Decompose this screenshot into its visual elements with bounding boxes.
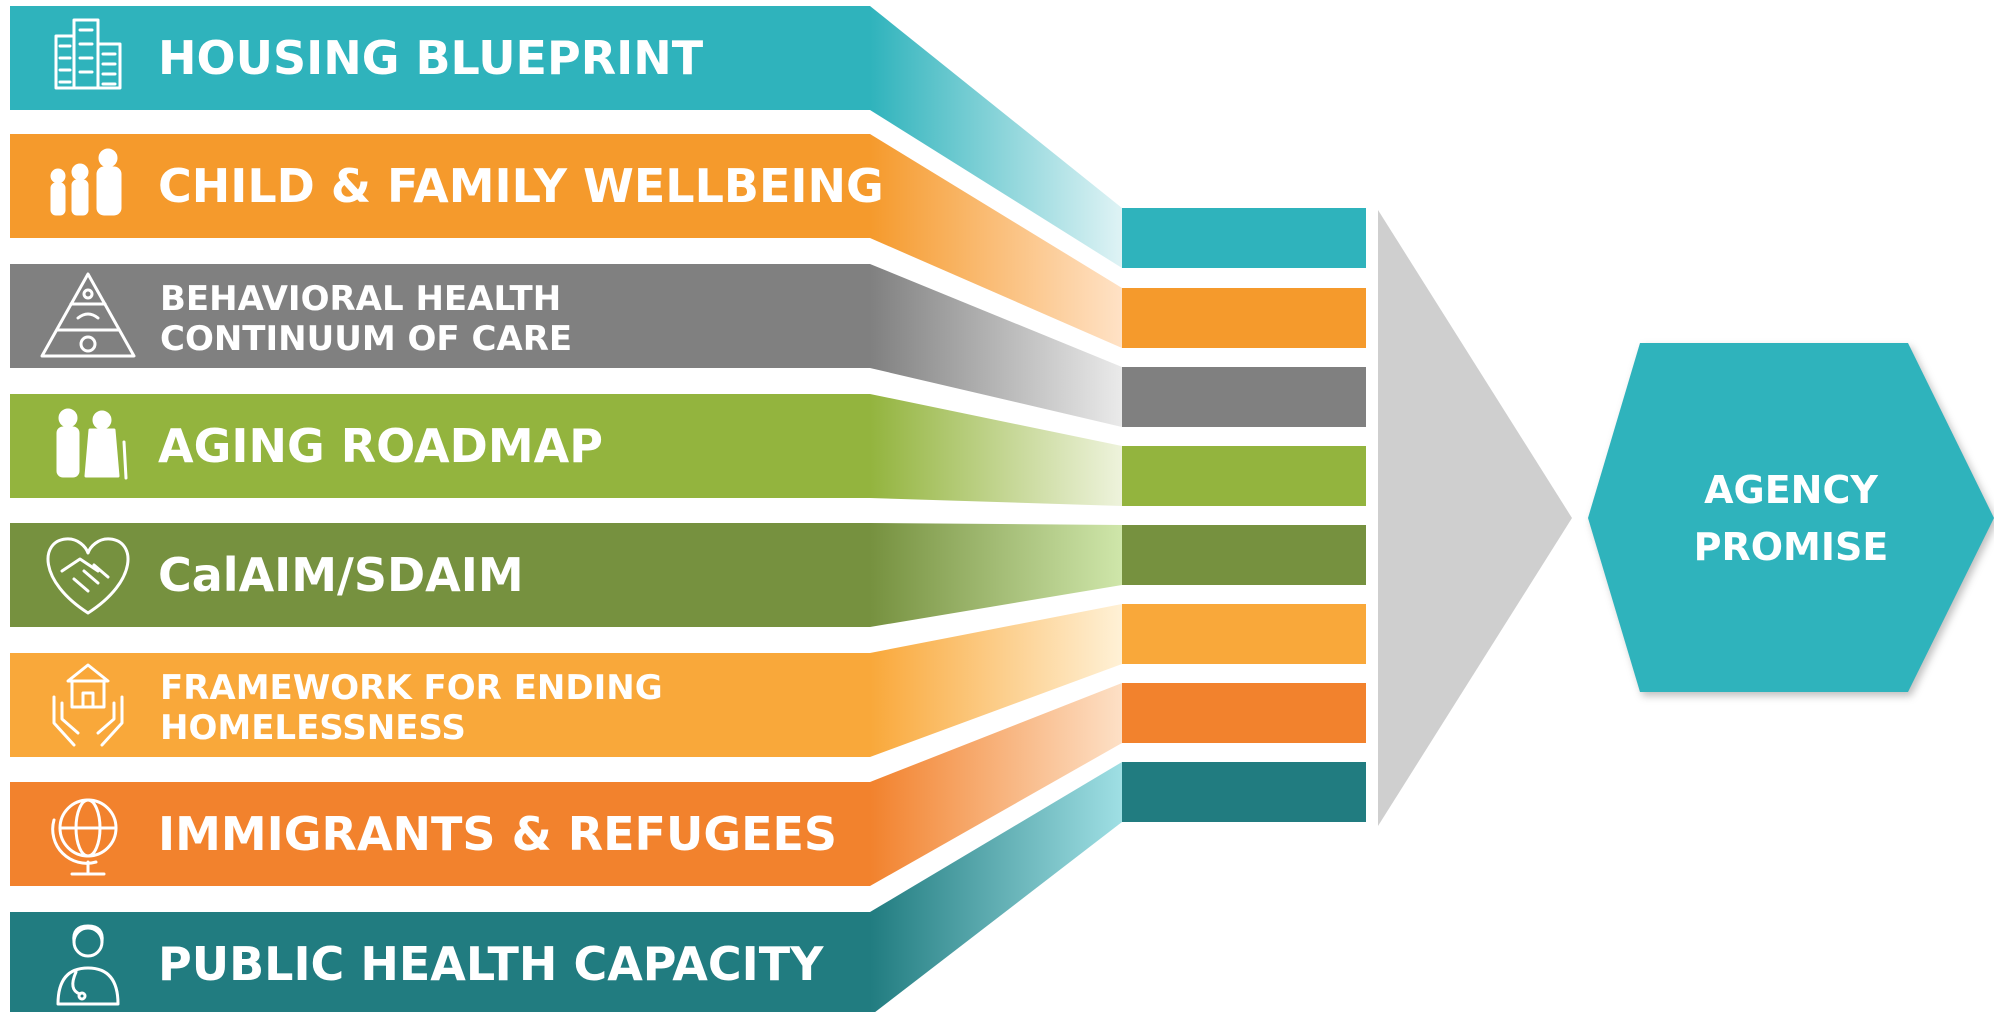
stack-segment — [1122, 683, 1366, 743]
initiative-bar-background — [10, 523, 870, 627]
initiative-bar-background — [10, 653, 870, 757]
stack-segment — [1122, 446, 1366, 506]
initiative-label: HOUSING BLUEPRINT — [158, 31, 704, 85]
family-icon — [50, 148, 122, 216]
initiative-bar-background — [10, 394, 870, 498]
handshake-heart-icon — [46, 537, 130, 615]
initiative-bar-background — [10, 264, 870, 368]
initiative-bar: IMMIGRANTS & REFUGEES — [10, 782, 870, 886]
initiative-label-line1: FRAMEWORK FOR ENDING — [160, 668, 663, 708]
initiative-bar-background — [10, 912, 870, 1012]
pyramid-icon — [40, 272, 136, 358]
connector-band — [870, 683, 1122, 886]
doctor-icon — [56, 924, 120, 1006]
connector-bands — [870, 6, 1122, 1012]
connector-band — [870, 264, 1122, 427]
initiative-label: CHILD & FAMILY WELLBEING — [158, 159, 884, 213]
hands-house-icon — [52, 663, 124, 747]
elderly-couple-icon — [56, 408, 128, 480]
stack-segment — [1122, 288, 1366, 348]
initiative-label-line2: HOMELESSNESS — [160, 708, 466, 748]
connector-band — [870, 6, 1122, 268]
stack-segment — [1122, 604, 1366, 664]
connector-band — [870, 604, 1122, 757]
connector-band — [870, 394, 1122, 506]
initiative-bars: HOUSING BLUEPRINT CHILD & FAMILY WELLBEIN… — [10, 6, 884, 1012]
initiative-label: PUBLIC HEALTH CAPACITY — [158, 937, 824, 991]
initiative-bar-background — [10, 134, 870, 238]
initiative-bar: PUBLIC HEALTH CAPACITY — [10, 912, 870, 1012]
agency-promise-line1: AGENCY — [1704, 468, 1878, 512]
convergence-arrow — [1378, 210, 1572, 826]
initiative-label: AGING ROADMAP — [158, 419, 603, 473]
initiative-bar-background — [10, 782, 870, 886]
stack-segment — [1122, 525, 1366, 585]
initiative-bar: CalAIM/SDAIM — [10, 523, 870, 627]
initiative-label: CalAIM/SDAIM — [158, 548, 524, 602]
buildings-icon — [54, 18, 122, 90]
stack-segment — [1122, 208, 1366, 268]
initiative-bar: CHILD & FAMILY WELLBEING — [10, 134, 884, 238]
initiative-bar: HOUSING BLUEPRINT — [10, 6, 870, 110]
agency-promise-line2: PROMISE — [1694, 525, 1889, 569]
initiative-label-line1: BEHAVIORAL HEALTH — [160, 279, 561, 319]
connector-band — [870, 762, 1122, 1012]
initiative-label: IMMIGRANTS & REFUGEES — [158, 807, 837, 861]
initiative-label-line2: CONTINUUM OF CARE — [160, 319, 572, 359]
connector-band — [870, 523, 1122, 627]
converged-stack — [1122, 208, 1366, 822]
globe-icon — [51, 798, 118, 876]
connector-band — [870, 134, 1122, 348]
stack-segment — [1122, 367, 1366, 427]
stack-segment — [1122, 762, 1366, 822]
initiative-bar-background — [10, 6, 870, 110]
initiative-bar: AGING ROADMAP — [10, 394, 870, 498]
agency-promise-hexagon: AGENCY PROMISE — [1588, 343, 1994, 692]
